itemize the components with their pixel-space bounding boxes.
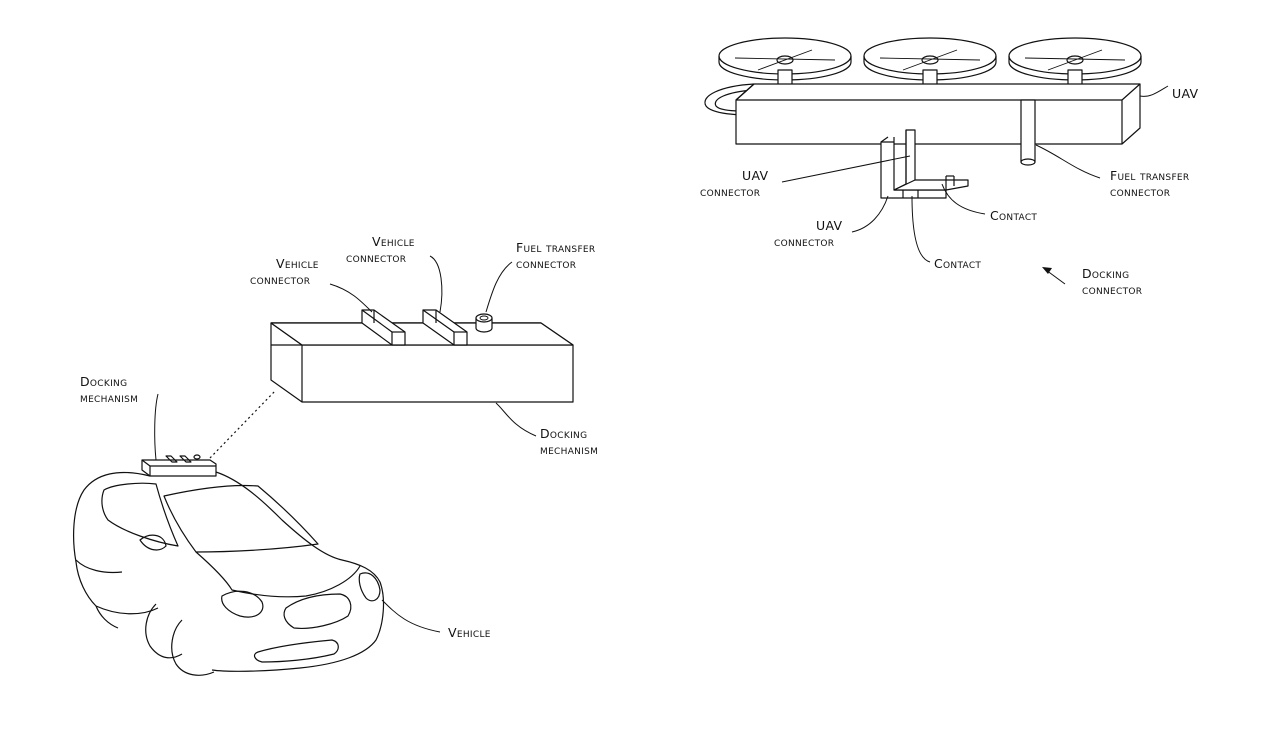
label-vehicle-connector-left: Vehicle connector [250, 256, 323, 287]
vehicle-connector-right [422, 309, 468, 346]
docking-mechanism-drawing [209, 255, 574, 459]
label-docking-mechanism-large: Docking mechanism [540, 426, 598, 457]
uav-body [735, 83, 1141, 145]
label-contact-lower: Contact [934, 256, 981, 271]
vehicle-drawing [73, 393, 441, 676]
label-contact-upper: Contact [990, 208, 1037, 223]
label-uav-connector-upper: UAV connector [700, 168, 773, 199]
label-fuel-transfer-connector-uav: Fuel transfer connector [1110, 168, 1194, 199]
label-docking-connector: Docking connector [1082, 266, 1142, 297]
label-uav: UAV [1172, 86, 1199, 101]
label-docking-mechanism-small: Docking mechanism [80, 374, 138, 405]
uav-drawing [704, 37, 1169, 285]
label-fuel-transfer-connector-vehicle: Fuel transfer connector [516, 240, 600, 271]
uav-fuel-connector [1020, 99, 1036, 166]
roof-docking-mechanism [141, 454, 217, 477]
label-vehicle: Vehicle [448, 625, 491, 640]
vehicle-connector-left [361, 309, 406, 346]
labels: UAV UAV connector Fuel transfer connecto… [80, 86, 1199, 640]
label-uav-connector-lower: UAV connector [774, 218, 847, 249]
label-vehicle-connector-right: Vehicle connector [346, 234, 419, 265]
vehicle-fuel-connector [475, 313, 493, 333]
uav-connectors [880, 129, 969, 199]
